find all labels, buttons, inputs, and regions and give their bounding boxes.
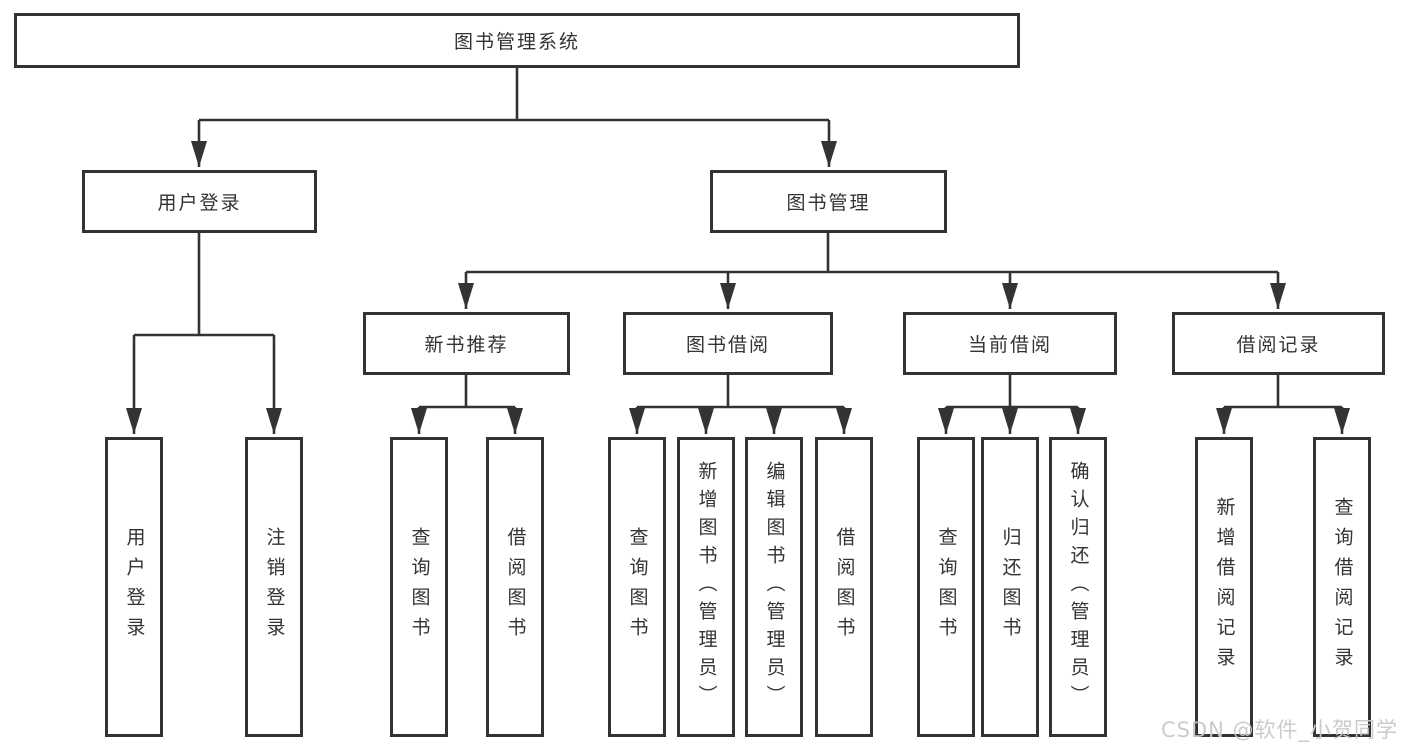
connector-records-to-leaves [1216, 375, 1350, 434]
connector-borrow-to-leaves [629, 375, 852, 434]
leaf-query-books-recommend: 查询图书 [390, 437, 448, 737]
node-label: 查询图书 [626, 527, 649, 647]
node-label: 借阅图书 [504, 527, 527, 647]
leaf-return-books: 归还图书 [981, 437, 1039, 737]
connector-userlogin-to-leaves [126, 233, 282, 434]
connector-root-to-level2 [191, 68, 837, 167]
node-label: 借阅图书 [833, 527, 856, 647]
connector-bookmgmt-to-level3 [458, 233, 1286, 309]
node-label: 查询借阅记录 [1331, 497, 1354, 677]
leaf-user-login: 用户登录 [105, 437, 163, 737]
node-label: 查询图书 [408, 527, 431, 647]
leaf-borrow-books: 借阅图书 [815, 437, 873, 737]
node-user-login: 用户登录 [82, 170, 317, 233]
node-root-system: 图书管理系统 [14, 13, 1020, 68]
node-label: 确认归还（管理员） [1067, 461, 1090, 713]
node-new-book-recommend: 新书推荐 [363, 312, 570, 375]
node-label: 当前借阅 [967, 334, 1052, 356]
node-label: 图书管理 [786, 192, 871, 214]
leaf-query-borrow-record: 查询借阅记录 [1313, 437, 1371, 737]
leaf-confirm-return-admin: 确认归还（管理员） [1049, 437, 1107, 737]
node-label: 新书推荐 [424, 334, 509, 356]
connector-newbooks-to-leaves [411, 375, 523, 434]
node-label: 图书借阅 [685, 334, 770, 356]
connector-current-to-leaves [938, 375, 1086, 434]
leaf-logout: 注销登录 [245, 437, 303, 737]
node-label: 用户登录 [123, 527, 146, 647]
node-label: 借阅记录 [1236, 334, 1321, 356]
node-current-borrow: 当前借阅 [903, 312, 1117, 375]
leaf-query-books-current: 查询图书 [917, 437, 975, 737]
node-label: 注销登录 [263, 527, 286, 647]
node-label: 新增借阅记录 [1213, 497, 1236, 677]
leaf-query-books-borrow: 查询图书 [608, 437, 666, 737]
node-book-management: 图书管理 [710, 170, 947, 233]
csdn-watermark: CSDN @软件_小贺同学 [1161, 718, 1399, 742]
leaf-edit-books-admin: 编辑图书（管理员） [745, 437, 803, 737]
node-label: 归还图书 [999, 527, 1022, 647]
node-label: 用户登录 [157, 192, 242, 214]
node-label: 编辑图书（管理员） [763, 461, 786, 713]
node-book-borrow: 图书借阅 [623, 312, 833, 375]
node-label: 新增图书（管理员） [695, 461, 718, 713]
leaf-add-borrow-record: 新增借阅记录 [1195, 437, 1253, 737]
node-label: 查询图书 [935, 527, 958, 647]
node-label: 图书管理系统 [453, 31, 580, 53]
leaf-borrow-books-recommend: 借阅图书 [486, 437, 544, 737]
node-borrow-records: 借阅记录 [1172, 312, 1385, 375]
leaf-add-books-admin: 新增图书（管理员） [677, 437, 735, 737]
